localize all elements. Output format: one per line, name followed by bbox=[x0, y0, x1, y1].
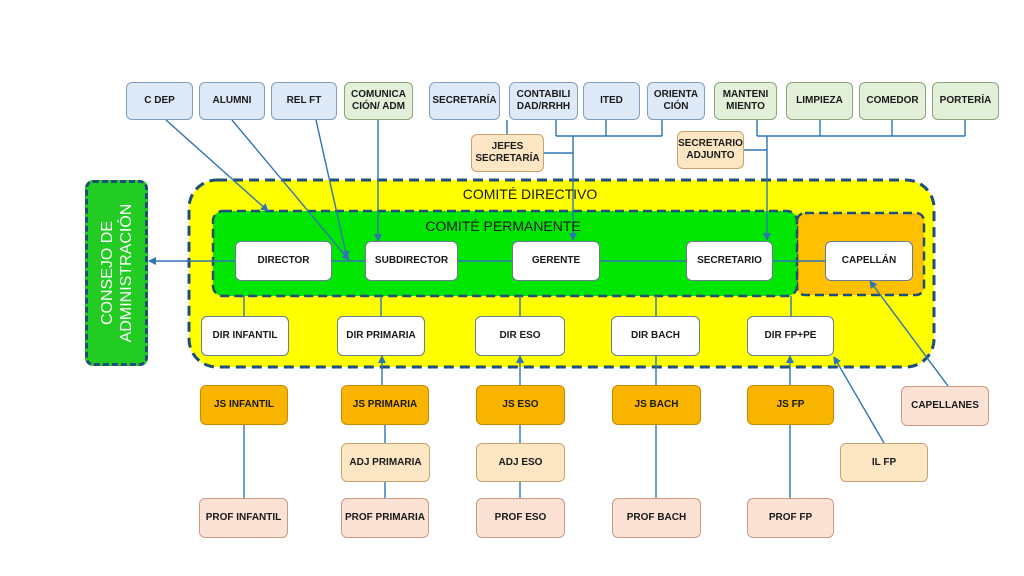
capellan-box: CAPELLÁN bbox=[825, 241, 913, 281]
connectors bbox=[148, 119, 966, 498]
capellanes-box: CAPELLANES bbox=[901, 386, 989, 426]
rel-ft-box: REL FT bbox=[271, 82, 337, 120]
secretario-box: SECRETARIO bbox=[686, 241, 773, 281]
js-infantil-box: JS INFANTIL bbox=[200, 385, 288, 425]
ited-box: ITED bbox=[583, 82, 640, 120]
limpieza-box: LIMPIEZA bbox=[786, 82, 853, 120]
dir-infantil-box: DIR INFANTIL bbox=[201, 316, 289, 356]
director-box: DIRECTOR bbox=[235, 241, 332, 281]
rel-ft-connector bbox=[315, 119, 350, 259]
il-fp-arrow bbox=[833, 356, 885, 444]
comedor-box: COMEDOR bbox=[859, 82, 926, 120]
js-bach-box: JS BACH bbox=[612, 385, 701, 425]
dir-bach-box: DIR BACH bbox=[611, 316, 700, 356]
c-dep-connector bbox=[165, 119, 269, 212]
adj-eso-box: ADJ ESO bbox=[476, 443, 565, 482]
mantenimiento-box: MANTENI MIENTO bbox=[714, 82, 777, 120]
orientacion-box: ORIENTA CIÓN bbox=[647, 82, 705, 120]
secretaria-box: SECRETARÍA bbox=[429, 82, 500, 120]
comite-directivo-label: COMITÉ DIRECTIVO bbox=[462, 186, 598, 202]
js-fp-box: JS FP bbox=[747, 385, 834, 425]
comite-permanente-label: COMITÉ PERMANENTE bbox=[425, 218, 581, 234]
dir-fp-pe-box: DIR FP+PE bbox=[747, 316, 834, 356]
consejo-de-administracion-box: CONSEJO DE ADMINISTRACIÓN bbox=[85, 180, 148, 366]
prof-bach-box: PROF BACH bbox=[612, 498, 701, 538]
js-eso-box: JS ESO bbox=[476, 385, 565, 425]
jefes-secretaria-box: JEFES SECRETARÍA bbox=[471, 134, 544, 172]
il-fp-box: IL FP bbox=[840, 443, 928, 482]
consejo-de-administracion-label: CONSEJO DE ADMINISTRACIÓN bbox=[98, 203, 135, 343]
comite-permanente-zone bbox=[211, 209, 799, 298]
subdirector-box: SUBDIRECTOR bbox=[365, 241, 458, 281]
gerente-box: GERENTE bbox=[512, 241, 600, 281]
secretario-adjunto-box: SECRETARIO ADJUNTO bbox=[677, 131, 744, 169]
c-dep-box: C DEP bbox=[126, 82, 193, 120]
dir-eso-box: DIR ESO bbox=[475, 316, 565, 356]
dir-primaria-box: DIR PRIMARIA bbox=[337, 316, 425, 356]
alumni-connector bbox=[231, 119, 350, 261]
prof-eso-box: PROF ESO bbox=[476, 498, 565, 538]
comunicacion-adm-box: COMUNICA CIÓN/ ADM bbox=[344, 82, 413, 120]
js-primaria-box: JS PRIMARIA bbox=[341, 385, 429, 425]
prof-infantil-box: PROF INFANTIL bbox=[199, 498, 288, 538]
prof-fp-box: PROF FP bbox=[747, 498, 834, 538]
adj-primaria-box: ADJ PRIMARIA bbox=[341, 443, 430, 482]
porteria-box: PORTERÍA bbox=[932, 82, 999, 120]
alumni-box: ALUMNI bbox=[199, 82, 265, 120]
prof-primaria-box: PROF PRIMARIA bbox=[341, 498, 429, 538]
capellanes-arrow bbox=[869, 280, 949, 387]
contabilidad-rrhh-box: CONTABILI DAD/RRHH bbox=[509, 82, 578, 120]
